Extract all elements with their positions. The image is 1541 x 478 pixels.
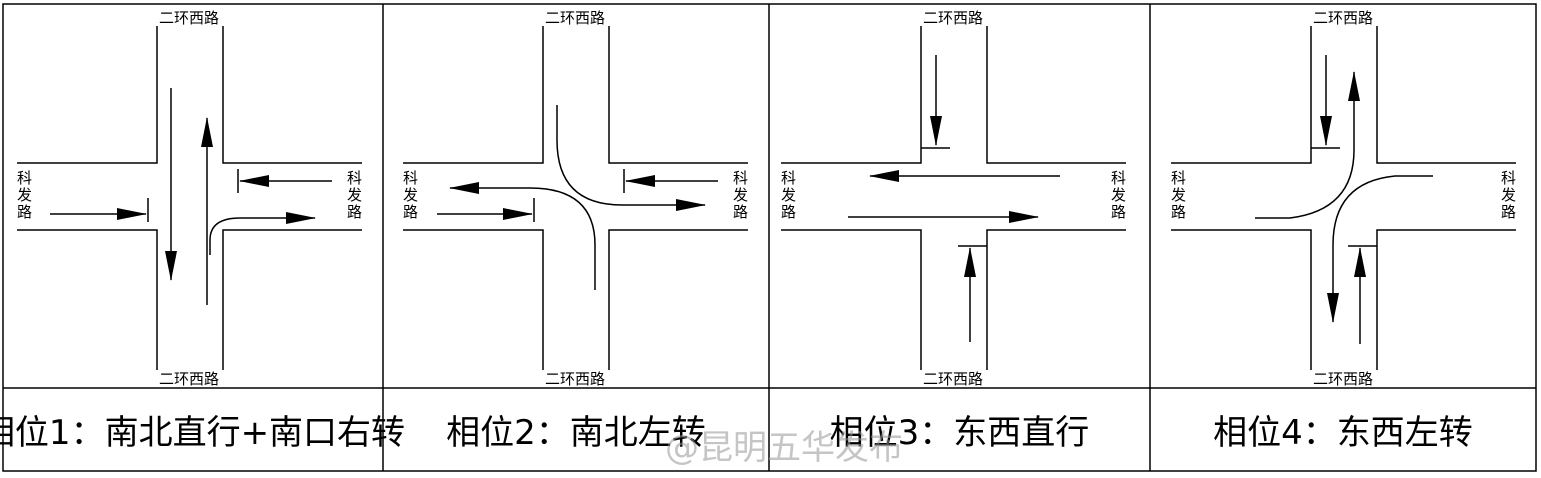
- road-label-south: 二环西路: [1313, 370, 1373, 388]
- road-label-north: 二环西路: [159, 9, 219, 27]
- road-label-west: 科发路: [1171, 169, 1186, 221]
- road-label-east: 科发路: [1501, 169, 1516, 221]
- road-label-west: 科发路: [17, 169, 32, 221]
- table-frame: [2, 3, 1537, 472]
- phase-1-caption: 相位1：南北直行+南口右转: [0, 412, 406, 453]
- phase-3-diagram: 二环西路 二环西路 科发路 科发路: [781, 9, 1126, 388]
- road-label-east: 科发路: [733, 169, 748, 221]
- arrow-south-left-turn: [449, 182, 596, 290]
- road-label-east: 科发路: [347, 169, 362, 221]
- phase-3-caption: 相位3：东西直行: [829, 412, 1090, 453]
- phase-1-diagram: 二环西路 二环西路 科发路 科发路: [17, 9, 362, 388]
- road-label-south: 二环西路: [545, 370, 605, 388]
- watermark: @昆明五华发布: [665, 428, 903, 468]
- road-label-south: 二环西路: [923, 370, 983, 388]
- road-label-west: 科发路: [403, 169, 418, 221]
- road-label-north: 二环西路: [545, 9, 605, 27]
- road-label-south: 二环西路: [159, 370, 219, 388]
- arrow-west-left-turn: [1255, 71, 1360, 219]
- road-label-west: 科发路: [781, 169, 796, 221]
- arrow-north-left-turn: [556, 105, 706, 211]
- road-label-north: 二环西路: [1313, 9, 1373, 27]
- movement-arrows: [1255, 55, 1433, 344]
- road-label-north: 二环西路: [923, 9, 983, 27]
- phase-2-caption: 相位2：南北左转: [446, 412, 706, 453]
- intersection-roads: [403, 26, 748, 370]
- intersection-roads: [781, 26, 1126, 370]
- movement-arrows: [50, 88, 332, 305]
- arrow-east-left-turn: [1327, 175, 1433, 323]
- movement-arrows: [848, 55, 1060, 342]
- intersection-roads: [17, 26, 362, 370]
- phase-2-diagram: 二环西路 二环西路 科发路 科发路: [403, 9, 748, 388]
- movement-arrows: [437, 105, 718, 290]
- arrow-south-right-turn: [209, 212, 316, 255]
- phase-4-diagram: 二环西路 二环西路 科发路 科发路: [1171, 9, 1516, 388]
- road-label-east: 科发路: [1111, 169, 1126, 221]
- intersection-roads: [1171, 26, 1516, 370]
- phase-4-caption: 相位4：东西左转: [1213, 412, 1473, 453]
